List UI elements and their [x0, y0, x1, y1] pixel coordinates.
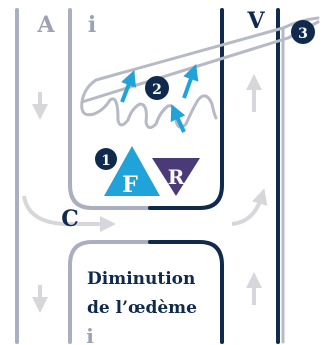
triangle-f-label: F — [122, 172, 138, 198]
badge-1-circle — [95, 148, 117, 170]
triangle-r-label: R — [168, 165, 185, 189]
filtration-arrow-3 — [170, 104, 186, 133]
caption-line-2: de l’œdème — [87, 298, 197, 318]
label-i-bottom: i — [86, 324, 94, 345]
flow-arrow-curve-right — [231, 188, 268, 226]
lymphatic-loops — [80, 94, 218, 129]
badge-3-label: 3 — [298, 26, 308, 42]
badge-1-label: 1 — [101, 153, 111, 169]
flow-arrow-curve-left — [22, 195, 116, 232]
label-v: V — [246, 8, 265, 34]
reabsorption-triangle — [152, 158, 200, 196]
badge-2-circle — [145, 76, 169, 100]
upper-capillary-wall-right — [148, 8, 224, 210]
label-c: C — [61, 206, 79, 232]
filtration-arrow-2 — [182, 63, 199, 99]
filtration-arrow-1 — [120, 70, 137, 103]
upper-capillary-wall-left — [68, 8, 152, 210]
label-i-top: i — [88, 12, 96, 38]
badge-3-circle — [291, 20, 315, 44]
lower-capillary-wall-left — [68, 240, 152, 344]
lower-capillary-wall-right — [148, 240, 224, 344]
filtration-triangle — [104, 146, 160, 196]
badge-2-label: 2 — [152, 82, 162, 98]
label-a: A — [36, 12, 55, 38]
caption-line-1: Diminution — [87, 269, 195, 289]
